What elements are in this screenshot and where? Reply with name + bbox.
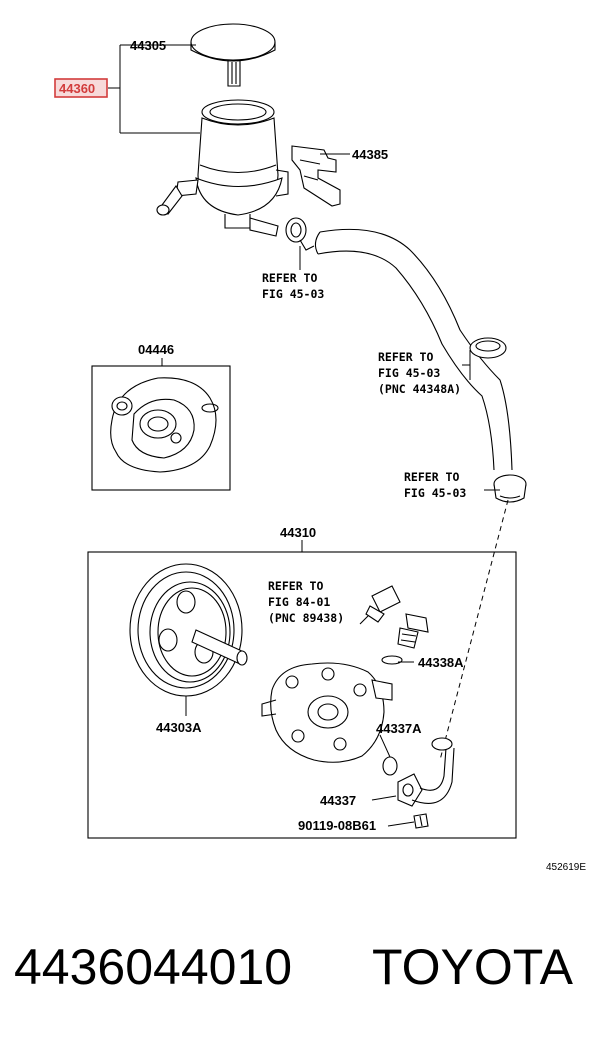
refer-note-2-line1: REFER TO [378,350,433,364]
flow-control-valve[interactable] [397,613,429,649]
hose-clamp-upper[interactable] [285,217,315,251]
refer-note-3-line1: REFER TO [404,470,459,484]
callout-44360-highlight[interactable]: 44360 [54,78,108,98]
callout-04446: 04446 [138,342,174,357]
gasket-kit-04446[interactable] [91,365,231,491]
pump-body[interactable] [261,662,393,763]
return-hose[interactable] [314,228,527,503]
footer-brand: TOYOTA [372,939,573,995]
reservoir-tank-44360[interactable] [156,99,289,237]
pump-pulley-44303A[interactable] [129,563,248,697]
callout-44303A: 44303A [156,720,202,735]
bracket-44385[interactable] [291,145,341,207]
refer-note-1-line2: FIG 45-03 [262,287,324,301]
leader-lines [108,44,500,827]
callout-90119-08B61: 90119-08B61 [298,818,376,833]
callout-44337: 44337 [320,793,356,808]
callout-44305: 44305 [130,38,166,53]
pressure-switch[interactable] [359,585,401,625]
reservoir-cap-44305[interactable] [190,23,276,87]
callout-44360: 44360 [59,81,95,96]
o-ring-44338A[interactable] [381,655,403,665]
refer-note-2-line3: (PNC 44348A) [378,382,461,396]
refer-note-4-line2: FIG 84-01 [268,595,330,609]
refer-note-2-line2: FIG 45-03 [378,366,440,380]
callout-44385: 44385 [352,147,388,162]
o-ring-44337A[interactable] [382,756,398,776]
callout-44338A: 44338A [418,655,464,670]
bolt-90119-08B61[interactable] [413,813,429,829]
refer-note-1-line1: REFER TO [262,271,317,285]
figure-id: 452619E [546,862,586,873]
refer-note-4-line3: (PNC 89438) [268,611,344,625]
footer-part-number: 4436044010 [14,939,293,995]
union-fitting-44337[interactable] [397,737,455,807]
callout-44337A: 44337A [376,721,422,736]
routing-line [439,499,509,761]
refer-note-4-line1: REFER TO [268,579,323,593]
callout-44310: 44310 [280,525,316,540]
refer-note-3-line2: FIG 45-03 [404,486,466,500]
